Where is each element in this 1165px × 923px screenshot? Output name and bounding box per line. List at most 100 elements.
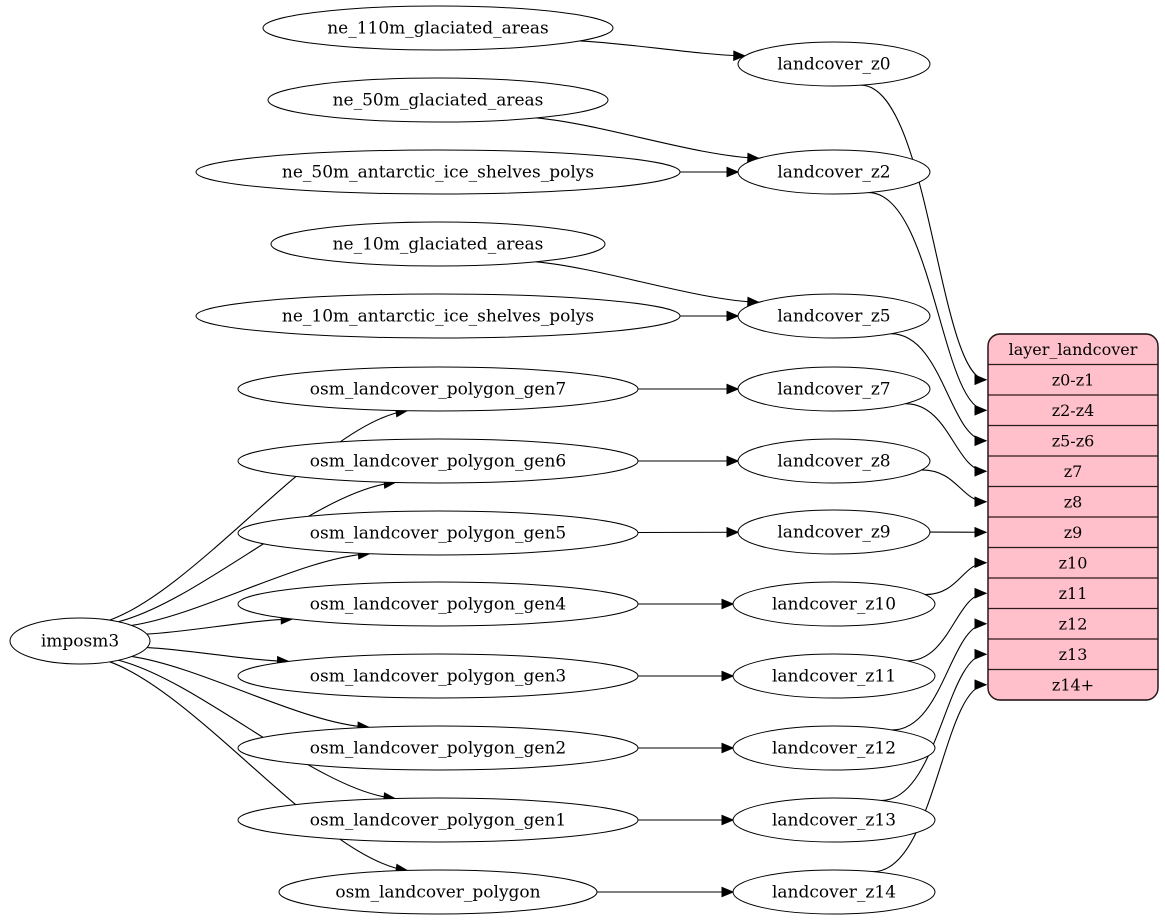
- record-row-z8[interactable]: z8: [1064, 492, 1083, 511]
- edge-osm_landcover_polygon_gen6-to-landcover_z8: [638, 455, 740, 467]
- edge-arrowhead: [974, 557, 988, 569]
- edge-arrowhead: [974, 435, 988, 447]
- record-layer: layer_landcoverz0-z1z2-z4z5-z6z7z8z9z10z…: [987, 333, 1159, 701]
- node-layer: imposm3 ne_110m_glaciated_areas ne_50m_gla…: [9, 5, 936, 915]
- node-shape-osm_landcover_polygon_gen7: [237, 366, 639, 412]
- edge-line: [109, 661, 408, 871]
- edge-landcover_z7-to-layer_landcover:z7: [905, 403, 988, 477]
- edge-arrowhead: [974, 496, 988, 508]
- node-label-landcover_z0: landcover_z0: [777, 55, 890, 75]
- node-landcover_z12[interactable]: landcover_z12: [732, 725, 936, 771]
- node-label-landcover_z12: landcover_z12: [772, 739, 896, 759]
- node-shape-landcover_z14: [732, 869, 936, 915]
- record-row-z9[interactable]: z9: [1064, 523, 1083, 542]
- edge-landcover_z11-to-layer_landcover:z11: [907, 587, 988, 662]
- node-label-landcover_z9: landcover_z9: [777, 523, 890, 543]
- record-row-z2-z4[interactable]: z2-z4: [1052, 401, 1095, 420]
- node-shape-landcover_z2: [737, 149, 931, 195]
- record-node-layer_landcover[interactable]: layer_landcoverz0-z1z2-z4z5-z6z7z8z9z10z…: [987, 333, 1159, 701]
- edge-line: [146, 618, 293, 635]
- node-shape-ne_50m_antarctic_ice_shelves_polys: [195, 149, 681, 195]
- edge-osm_landcover_polygon_gen5-to-landcover_z9: [637, 526, 740, 538]
- edge-arrowhead: [726, 455, 740, 467]
- edge-arrowhead: [721, 598, 735, 610]
- node-label-landcover_z7: landcover_z7: [777, 380, 890, 400]
- node-osm_landcover_polygon_gen5[interactable]: osm_landcover_polygon_gen5: [237, 510, 639, 556]
- node-label-ne_110m_glaciated_areas: ne_110m_glaciated_areas: [327, 19, 549, 39]
- node-label-osm_landcover_polygon_gen7: osm_landcover_polygon_gen7: [310, 380, 566, 400]
- node-shape-osm_landcover_polygon_gen5: [237, 510, 639, 556]
- node-ne_10m_glaciated_areas[interactable]: ne_10m_glaciated_areas: [270, 221, 606, 267]
- node-ne_50m_glaciated_areas[interactable]: ne_50m_glaciated_areas: [267, 77, 609, 123]
- edge-arrowhead: [726, 166, 740, 178]
- node-label-landcover_z10: landcover_z10: [772, 595, 896, 615]
- node-label-ne_10m_glaciated_areas: ne_10m_glaciated_areas: [333, 235, 544, 255]
- node-shape-landcover_z9: [737, 509, 931, 555]
- node-label-osm_landcover_polygon_gen4: osm_landcover_polygon_gen4: [310, 595, 566, 615]
- node-ne_110m_glaciated_areas[interactable]: ne_110m_glaciated_areas: [262, 5, 614, 51]
- node-osm_landcover_polygon_gen6[interactable]: osm_landcover_polygon_gen6: [237, 438, 639, 484]
- edge-landcover_z12-to-layer_landcover:z12: [891, 618, 988, 731]
- record-row-z14+[interactable]: z14+: [1052, 675, 1094, 694]
- node-shape-osm_landcover_polygon_gen6: [237, 438, 639, 484]
- node-shape-ne_50m_glaciated_areas: [267, 77, 609, 123]
- edge-arrowhead: [974, 648, 988, 660]
- edge-line: [131, 553, 370, 626]
- node-label-landcover_z14: landcover_z14: [772, 883, 896, 903]
- edge-arrowhead: [974, 465, 988, 477]
- node-label-landcover_z8: landcover_z8: [777, 452, 890, 472]
- node-label-osm_landcover_polygon: osm_landcover_polygon: [335, 883, 540, 903]
- node-shape-landcover_z7: [737, 366, 931, 412]
- edge-line: [118, 481, 396, 623]
- node-shape-ne_10m_glaciated_areas: [270, 221, 606, 267]
- node-shape-landcover_z11: [732, 653, 936, 699]
- node-osm_landcover_polygon_gen2[interactable]: osm_landcover_polygon_gen2: [237, 725, 639, 771]
- node-shape-landcover_z12: [732, 725, 936, 771]
- node-osm_landcover_polygon_gen1[interactable]: osm_landcover_polygon_gen1: [237, 797, 639, 843]
- node-label-ne_50m_glaciated_areas: ne_50m_glaciated_areas: [333, 91, 544, 111]
- edge-imposm3-to-osm_landcover_polygon_gen3: [147, 647, 290, 667]
- node-osm_landcover_polygon_gen4[interactable]: osm_landcover_polygon_gen4: [237, 581, 639, 627]
- node-shape-osm_landcover_polygon_gen2: [237, 725, 639, 771]
- node-label-ne_10m_antarctic_ice_shelves_polys: ne_10m_antarctic_ice_shelves_polys: [282, 307, 594, 327]
- node-shape-ne_10m_antarctic_ice_shelves_polys: [195, 293, 681, 339]
- node-landcover_z9[interactable]: landcover_z9: [737, 509, 931, 555]
- edge-arrowhead: [974, 374, 988, 386]
- node-landcover_z2[interactable]: landcover_z2: [737, 149, 931, 195]
- edge-arrowhead: [726, 383, 740, 395]
- record-row-z7[interactable]: z7: [1064, 462, 1083, 481]
- record-row-z12[interactable]: z12: [1059, 614, 1088, 633]
- node-landcover_z10[interactable]: landcover_z10: [732, 581, 936, 627]
- node-imposm3[interactable]: imposm3: [9, 617, 151, 665]
- node-landcover_z7[interactable]: landcover_z7: [737, 366, 931, 412]
- node-landcover_z14[interactable]: landcover_z14: [732, 869, 936, 915]
- node-landcover_z11[interactable]: landcover_z11: [732, 653, 936, 699]
- node-label-ne_50m_antarctic_ice_shelves_polys: ne_50m_antarctic_ice_shelves_polys: [282, 163, 594, 183]
- record-row-z0-z1[interactable]: z0-z1: [1052, 370, 1095, 389]
- node-landcover_z0[interactable]: landcover_z0: [737, 41, 931, 87]
- edge-line: [891, 623, 987, 731]
- node-landcover_z8[interactable]: landcover_z8: [737, 438, 931, 484]
- edge-arrowhead: [721, 814, 735, 826]
- node-ne_10m_antarctic_ice_shelves_polys[interactable]: ne_10m_antarctic_ice_shelves_polys: [195, 293, 681, 339]
- record-row-z13[interactable]: z13: [1059, 645, 1088, 664]
- node-landcover_z5[interactable]: landcover_z5: [737, 293, 931, 339]
- record-row-z11[interactable]: z11: [1059, 584, 1088, 603]
- edge-ne_50m_antarctic_ice_shelves_polys-to-landcover_z2: [680, 166, 740, 178]
- edge-landcover_z5-to-layer_landcover:z5-z6: [890, 333, 988, 447]
- edge-osm_landcover_polygon_gen1-to-landcover_z13: [638, 814, 735, 826]
- node-label-osm_landcover_polygon_gen5: osm_landcover_polygon_gen5: [310, 524, 566, 544]
- node-landcover_z13[interactable]: landcover_z13: [732, 797, 936, 843]
- node-shape-landcover_z8: [737, 438, 931, 484]
- record-row-z10[interactable]: z10: [1059, 553, 1088, 572]
- edge-line: [147, 647, 289, 662]
- node-osm_landcover_polygon[interactable]: osm_landcover_polygon: [278, 869, 598, 915]
- record-row-z5-z6[interactable]: z5-z6: [1052, 431, 1095, 450]
- edge-arrowhead: [974, 404, 988, 416]
- node-label-osm_landcover_polygon_gen3: osm_landcover_polygon_gen3: [310, 667, 566, 687]
- node-shape-landcover_z0: [737, 41, 931, 87]
- node-osm_landcover_polygon_gen3[interactable]: osm_landcover_polygon_gen3: [237, 653, 639, 699]
- node-ne_50m_antarctic_ice_shelves_polys[interactable]: ne_50m_antarctic_ice_shelves_polys: [195, 149, 681, 195]
- node-osm_landcover_polygon_gen7[interactable]: osm_landcover_polygon_gen7: [237, 366, 639, 412]
